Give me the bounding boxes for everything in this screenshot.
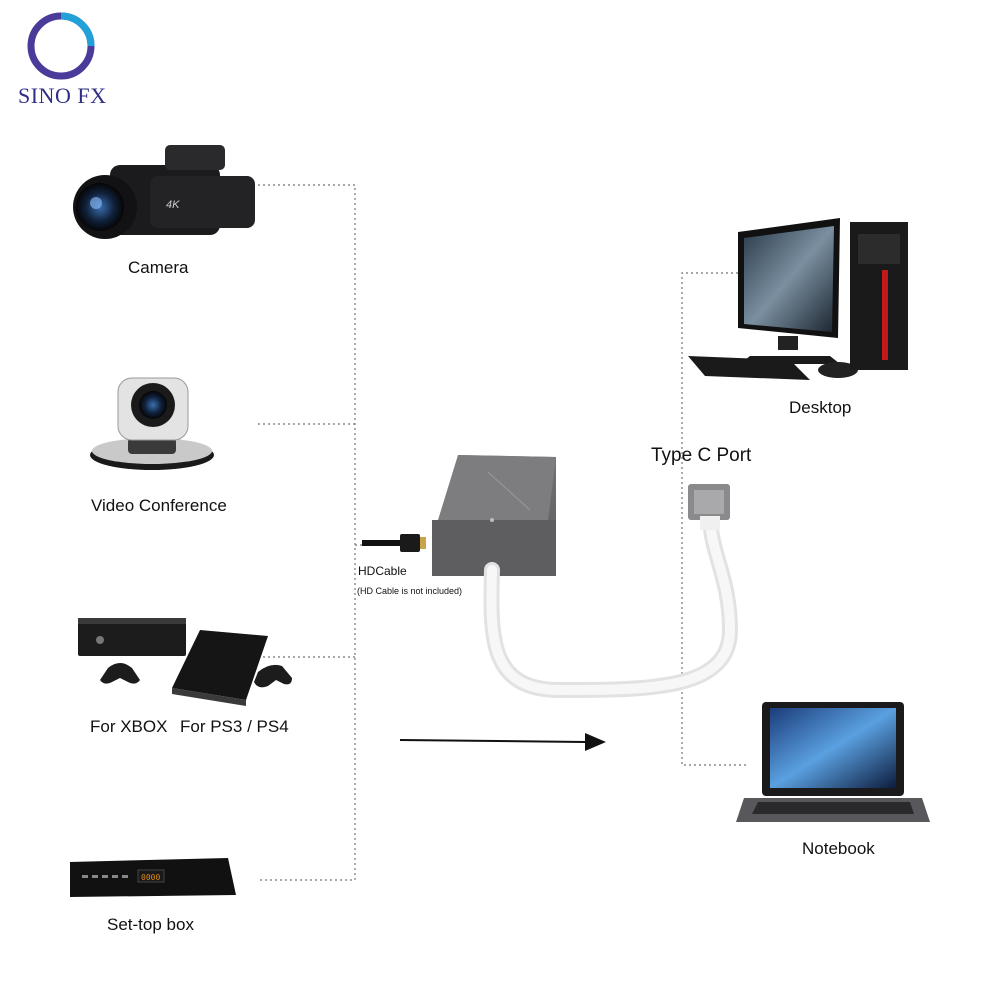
- label-xbox: For XBOX: [90, 717, 167, 737]
- label-desktop: Desktop: [789, 398, 851, 418]
- direction-arrow: [400, 733, 606, 751]
- brand-name: SINO FX: [18, 83, 106, 109]
- label-notebook: Notebook: [802, 839, 875, 859]
- label-hd-cable: HDCable: [358, 564, 407, 578]
- label-settop-box: Set-top box: [107, 915, 194, 935]
- capture-device-icon: [432, 455, 556, 576]
- xbox-icon: [78, 618, 186, 684]
- camera-badge: 4K: [166, 199, 179, 211]
- desktop-icon: [688, 218, 908, 380]
- settop-box-icon: 0000: [70, 858, 236, 897]
- notebook-icon: [736, 702, 930, 822]
- conference-camera-icon: [90, 378, 214, 470]
- label-playstation: For PS3 / PS4: [180, 717, 289, 737]
- brand-logo: [31, 16, 91, 76]
- playstation-icon: [172, 630, 292, 706]
- svg-text:0000: 0000: [141, 873, 160, 882]
- hd-cable-plug-icon: [362, 534, 426, 552]
- label-camera: Camera: [128, 258, 188, 278]
- label-video-conference: Video Conference: [91, 496, 227, 516]
- label-hd-cable-note: (HD Cable is not included): [357, 586, 462, 596]
- camera-icon: [73, 145, 255, 239]
- label-type-c-port: Type C Port: [651, 445, 751, 467]
- type-c-plug-icon: [688, 484, 730, 530]
